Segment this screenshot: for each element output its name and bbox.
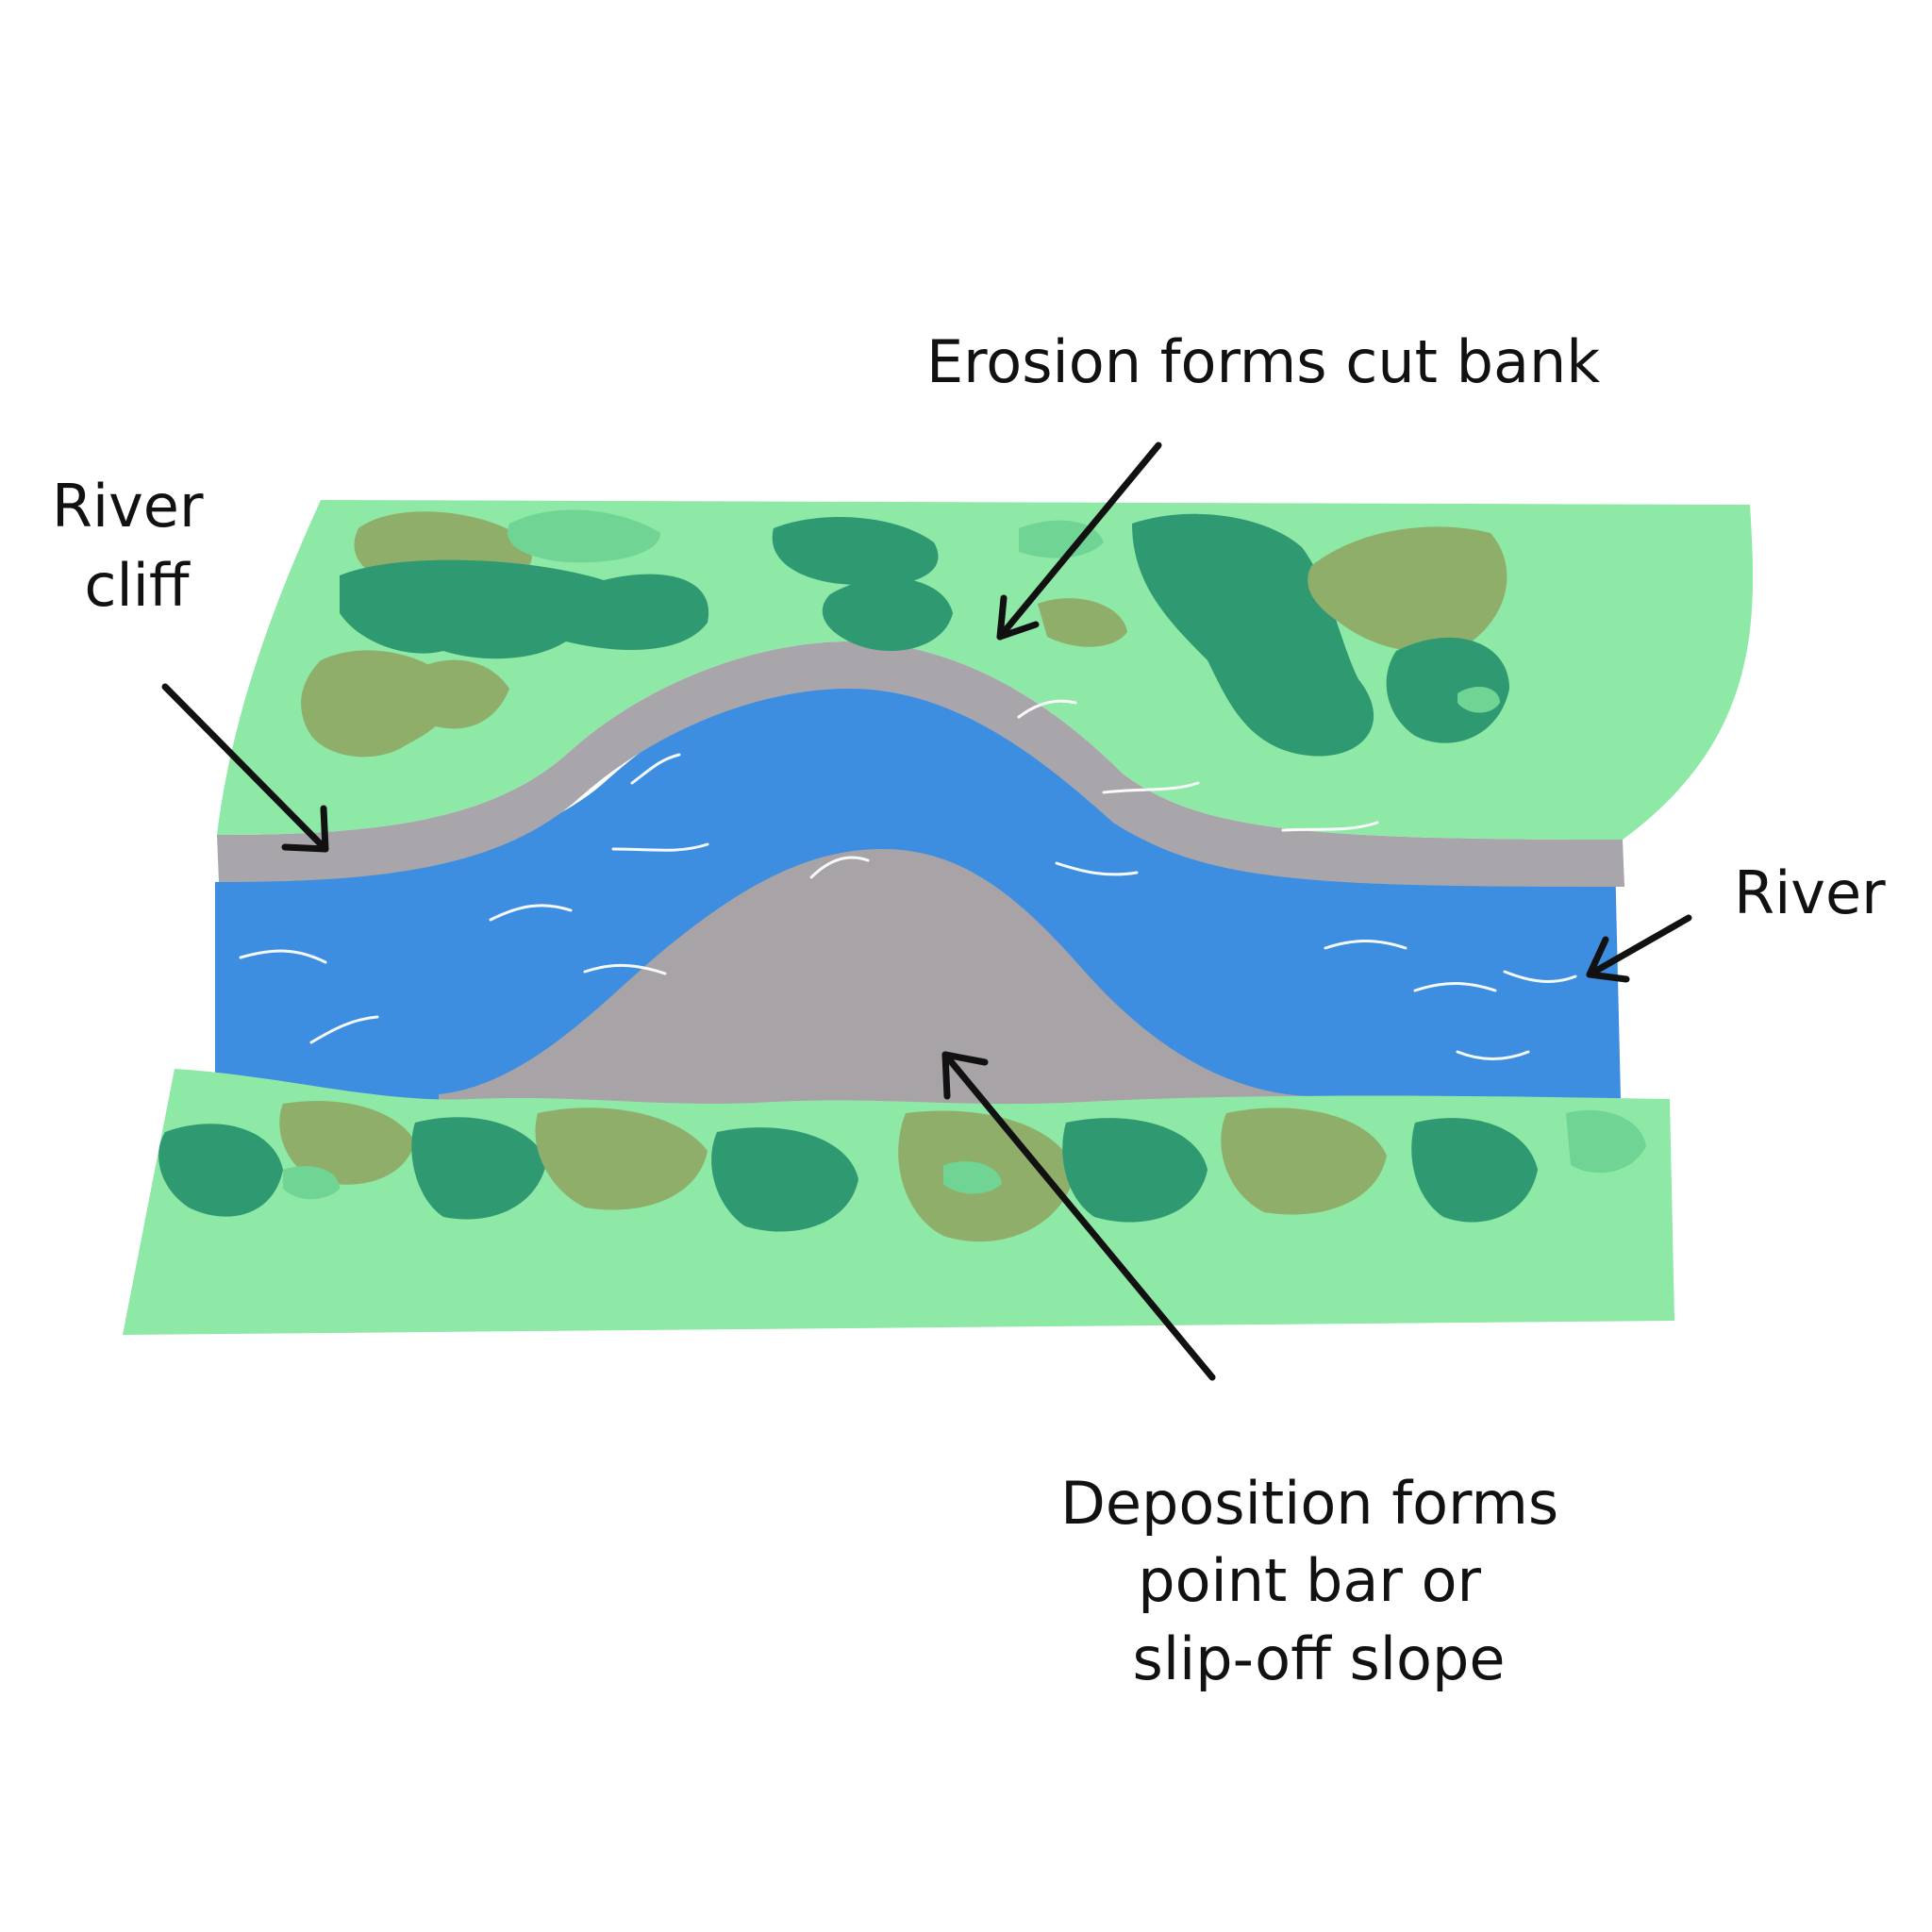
tree-patch — [158, 1124, 283, 1217]
water-ripple — [1503, 970, 1577, 983]
water-ripple — [583, 964, 667, 975]
river-cliff-edge — [217, 641, 1624, 887]
tree-patch — [1038, 598, 1127, 647]
water-ripple — [809, 856, 870, 879]
water-ripple — [1324, 940, 1407, 950]
tree-patch — [283, 1166, 340, 1200]
deposition-label-line: point bar or — [1138, 1546, 1481, 1615]
tree-patch — [1411, 1118, 1538, 1223]
water-ripple — [630, 753, 681, 785]
tree-patch — [1386, 637, 1509, 743]
tree-patch — [411, 1117, 547, 1220]
tree-patch — [340, 559, 709, 659]
point-bar — [439, 849, 1307, 1108]
tree-patch — [1566, 1109, 1646, 1174]
deposition-label-line: slip-off slope — [1133, 1624, 1506, 1693]
tree-patch — [1019, 520, 1104, 558]
tree-patch — [415, 659, 509, 729]
river-meander-model — [123, 500, 1754, 1335]
river-cliff-label-line: River — [52, 472, 204, 541]
water-ripple — [1413, 982, 1497, 992]
tree-patch — [1457, 686, 1500, 713]
erosion-arrow — [996, 441, 1162, 641]
water-ripple — [1102, 781, 1200, 794]
tree-patch — [508, 509, 660, 563]
water-ripple — [1281, 821, 1379, 832]
river-cliff-arrow — [161, 683, 329, 853]
tree-patch — [943, 1161, 1002, 1194]
river-cliff-label-line: cliff — [84, 551, 191, 620]
water-ripple — [1456, 1050, 1530, 1060]
water-ripple — [309, 1015, 379, 1044]
tree-patch — [279, 1100, 415, 1185]
tree-patch — [535, 1108, 708, 1210]
deposition-arrow — [941, 1051, 1216, 1381]
tree-patch — [822, 577, 953, 651]
river-arrow — [1586, 914, 1692, 983]
water-ripple — [611, 842, 709, 852]
erosion-label: Erosion forms cut bank — [926, 327, 1600, 396]
river-water-upper-curve — [215, 675, 1615, 906]
water-ripple — [489, 904, 573, 922]
water-ripple — [1017, 699, 1077, 719]
tree-patch — [1221, 1108, 1387, 1215]
river-cliff-label: River cliff — [52, 472, 222, 620]
water-ripple — [1055, 861, 1139, 876]
tree-patch — [1307, 526, 1507, 652]
river-label: River — [1734, 858, 1886, 927]
deposition-label-line: Deposition forms — [1060, 1469, 1558, 1538]
water-ripple — [239, 949, 327, 964]
tree-patch — [1062, 1118, 1208, 1223]
tree-patch — [711, 1127, 858, 1232]
deposition-label: Deposition forms point bar or slip-off s… — [1060, 1469, 1577, 1693]
tree-patch — [772, 517, 939, 586]
